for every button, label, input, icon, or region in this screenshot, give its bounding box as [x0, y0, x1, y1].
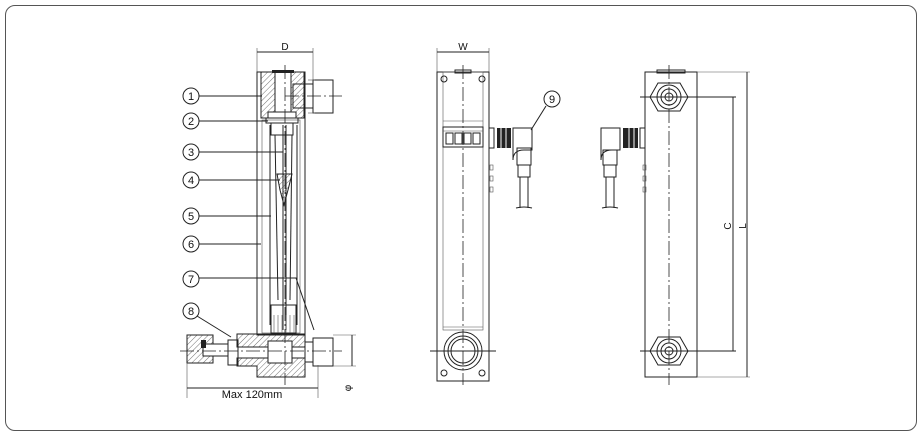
svg-text:3: 3	[188, 147, 194, 159]
svg-text:4: 4	[188, 175, 194, 187]
balloon-4: 4	[182, 171, 200, 189]
svg-text:8: 8	[188, 306, 194, 318]
balloon-8: 8	[182, 302, 200, 320]
side-view: C L	[600, 65, 750, 385]
dimension-max-label: Max 120mm	[222, 389, 283, 401]
dimension-w-label: W	[458, 42, 468, 53]
svg-text:5: 5	[188, 211, 194, 223]
balloon-9: 9	[543, 90, 561, 108]
balloon-7: 7	[182, 270, 200, 288]
dimension-phi-label: φ	[343, 384, 354, 391]
svg-text:1: 1	[188, 91, 194, 103]
balloon-5: 5	[182, 207, 200, 225]
float	[276, 173, 293, 207]
section-view: D	[180, 42, 356, 401]
svg-text:7: 7	[188, 274, 194, 286]
front-view: W	[430, 42, 533, 385]
drawing-frame	[5, 5, 917, 431]
dimension-d-label: D	[281, 42, 288, 53]
balloon-1: 1	[182, 87, 200, 105]
balloon-3: 3	[182, 143, 200, 161]
dimension-l-label: L	[738, 223, 749, 229]
balloons: 1 2 3 4 5 6 7 8 9	[182, 87, 561, 338]
svg-text:6: 6	[188, 239, 194, 251]
svg-text:2: 2	[188, 116, 194, 128]
balloon-2: 2	[182, 112, 200, 130]
svg-text:9: 9	[549, 94, 555, 106]
balloon-6: 6	[182, 235, 200, 253]
dimension-c-label: C	[723, 222, 734, 229]
